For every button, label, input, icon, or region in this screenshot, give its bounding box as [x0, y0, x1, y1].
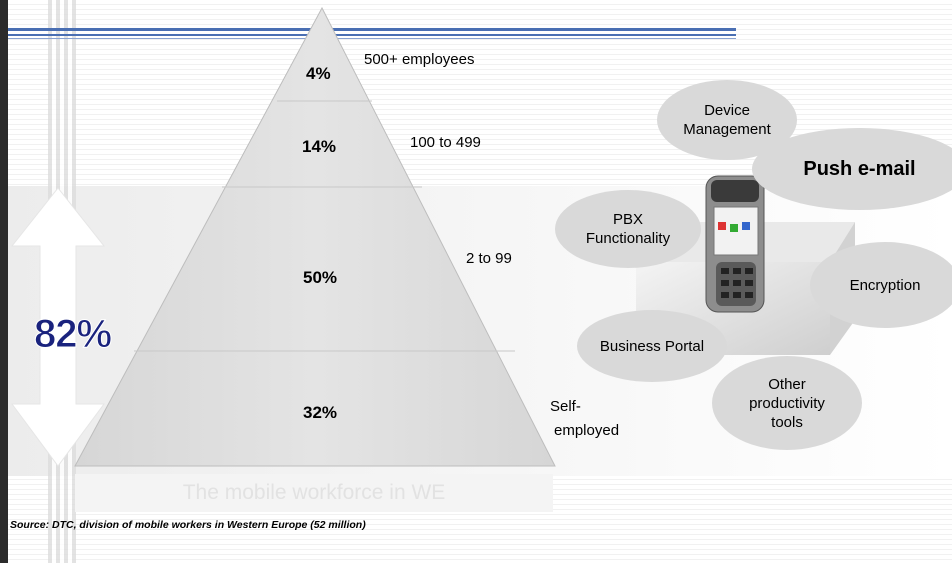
tier-2-percent: 14%: [302, 137, 337, 156]
feature-business-portal: Business Portal: [577, 310, 727, 382]
feature-pbx: PBX Functionality: [555, 190, 701, 268]
pbx-line1: PBX: [612, 211, 643, 228]
feature-encryption: Encryption: [810, 242, 952, 328]
push-email-label: Push e-mail: [803, 157, 916, 180]
title-rule-2: [8, 34, 736, 36]
device-management-line2: Management: [683, 121, 771, 138]
tier-4-label-line2: employed: [554, 422, 620, 439]
business-portal-label: Business Portal: [599, 337, 705, 355]
other-line3: tools: [771, 413, 803, 431]
feature-push-email: Push e-mail: [752, 128, 952, 210]
other-line2: productivity: [749, 394, 825, 412]
other-line1: Other: [768, 375, 806, 393]
encryption-label: Encryption: [849, 276, 921, 294]
tier-3-percent: 50%: [303, 268, 338, 287]
pbx-line2: Functionality: [585, 230, 671, 247]
tier-3-label: 2 to 99: [466, 250, 512, 267]
pyramid-caption: The mobile workforce in WE: [75, 474, 553, 512]
tier-2-label: 100 to 499: [410, 134, 481, 151]
left-border: [0, 0, 8, 563]
double-headed-arrow-icon: [10, 187, 106, 467]
device-management-line1: Device: [704, 102, 750, 119]
highlight-value: 82%: [33, 312, 112, 357]
mobile-phone-icon: [705, 175, 765, 313]
title-rule: [8, 28, 736, 31]
tier-1-label: 500+ employees: [364, 51, 475, 68]
tier-4-label-line1: Self-: [550, 398, 581, 415]
tier-4-percent: 32%: [303, 403, 338, 422]
tier-1-percent: 4%: [306, 64, 331, 83]
source-note: Source: DTC, division of mobile workers …: [10, 519, 366, 531]
title-rule-3: [8, 38, 736, 39]
